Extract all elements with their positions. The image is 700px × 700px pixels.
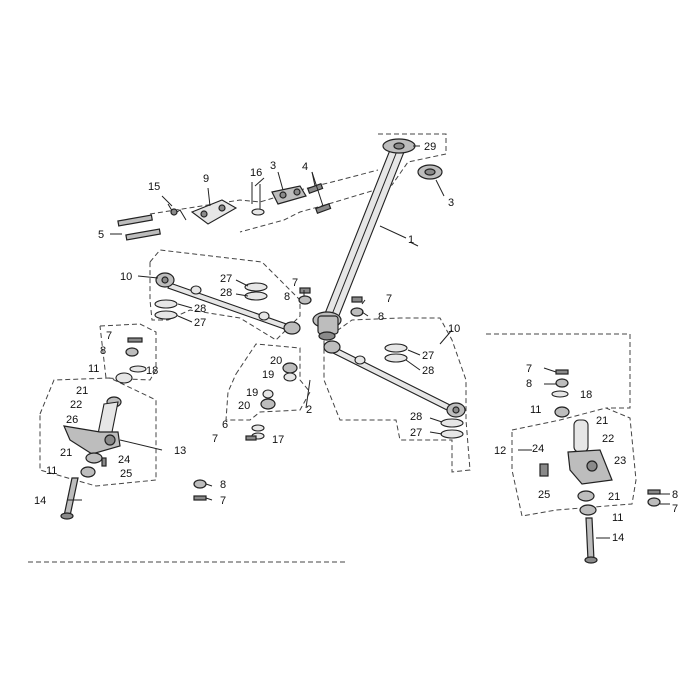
callout-13: 13 bbox=[174, 445, 186, 457]
callout-14: 14 bbox=[34, 495, 46, 507]
boundary-left-tie-rod bbox=[149, 249, 301, 341]
callout-3: 3 bbox=[448, 197, 454, 209]
callout-16: 16 bbox=[250, 167, 262, 179]
callout-numbers: 29 1 3 3 4 16 9 15 5 10 27 28 28 27 7 8 … bbox=[34, 141, 678, 544]
callout-8: 8 bbox=[100, 345, 106, 357]
callout-11: 11 bbox=[46, 465, 57, 477]
boundary-balljoints bbox=[225, 343, 311, 421]
callout-7: 7 bbox=[292, 277, 298, 289]
boundary-left-upper bbox=[99, 323, 157, 381]
boundary-right-tie-rod bbox=[323, 317, 471, 473]
callout-15: 15 bbox=[148, 181, 160, 193]
callout-19: 19 bbox=[262, 369, 274, 381]
callout-28: 28 bbox=[422, 365, 434, 377]
right-seals-27-28 bbox=[384, 343, 464, 439]
callout-25: 25 bbox=[120, 468, 132, 480]
callout-28: 28 bbox=[410, 411, 422, 423]
callout-1: 1 bbox=[408, 234, 414, 246]
callout-18: 18 bbox=[146, 365, 158, 377]
boundary-top-linkage bbox=[149, 169, 379, 215]
nut-washer-7-8-mid bbox=[298, 287, 364, 317]
callout-22: 22 bbox=[70, 399, 82, 411]
callout-21: 21 bbox=[596, 415, 608, 427]
callout-8: 8 bbox=[284, 291, 290, 303]
callout-9: 9 bbox=[203, 173, 209, 185]
callout-29: 29 bbox=[424, 141, 436, 153]
callout-19: 19 bbox=[246, 387, 258, 399]
boundary-right-upper bbox=[486, 333, 631, 409]
callout-4: 4 bbox=[302, 161, 308, 173]
right-tie-rod bbox=[323, 340, 466, 418]
callout-7: 7 bbox=[386, 293, 392, 305]
callout-20: 20 bbox=[238, 400, 250, 412]
callout-11: 11 bbox=[612, 512, 623, 524]
callout-21: 21 bbox=[76, 385, 88, 397]
callout-26: 26 bbox=[66, 414, 78, 426]
callout-8: 8 bbox=[220, 479, 226, 491]
left-tie-rod bbox=[155, 272, 301, 335]
callout-11: 11 bbox=[530, 404, 541, 416]
callout-27: 27 bbox=[220, 273, 232, 285]
callout-6: 6 bbox=[222, 419, 228, 431]
callout-23: 23 bbox=[614, 455, 626, 467]
callout-7: 7 bbox=[672, 503, 678, 515]
callout-12: 12 bbox=[494, 445, 506, 457]
callout-8: 8 bbox=[672, 489, 678, 501]
lock-15 bbox=[167, 203, 187, 221]
boundary-steering-column bbox=[239, 133, 447, 233]
callout-10: 10 bbox=[120, 271, 132, 283]
column-bracket-3-right bbox=[417, 164, 443, 180]
callout-28: 28 bbox=[194, 303, 206, 315]
callout-8: 8 bbox=[378, 311, 384, 323]
callout-14: 14 bbox=[612, 532, 624, 544]
ball-joints-2 bbox=[245, 362, 298, 441]
callout-21: 21 bbox=[608, 491, 620, 503]
callout-27: 27 bbox=[422, 350, 434, 362]
boundary-right-knuckle bbox=[511, 407, 637, 517]
leader-lines bbox=[68, 145, 670, 539]
callout-20: 20 bbox=[270, 355, 282, 367]
callout-5: 5 bbox=[98, 229, 104, 241]
callout-11: 11 bbox=[88, 363, 99, 375]
callout-17: 17 bbox=[272, 434, 284, 446]
right-knuckle-assembly bbox=[539, 369, 661, 564]
callout-28: 28 bbox=[220, 287, 232, 299]
callout-22: 22 bbox=[602, 433, 614, 445]
callout-7: 7 bbox=[212, 433, 218, 445]
callout-10: 10 bbox=[448, 323, 460, 335]
left-seals-27-28 bbox=[154, 282, 268, 320]
plate-9 bbox=[190, 199, 238, 225]
callout-24: 24 bbox=[118, 454, 130, 466]
callout-24: 24 bbox=[532, 443, 544, 455]
callout-27: 27 bbox=[410, 427, 422, 439]
callout-18: 18 bbox=[580, 389, 592, 401]
callout-7: 7 bbox=[106, 330, 112, 342]
callout-3: 3 bbox=[270, 160, 276, 172]
callout-25: 25 bbox=[538, 489, 550, 501]
callout-2: 2 bbox=[306, 404, 312, 416]
callout-7: 7 bbox=[526, 363, 532, 375]
callout-8: 8 bbox=[526, 378, 532, 390]
nut-washer-8-7-left bbox=[193, 479, 207, 501]
left-knuckle-assembly bbox=[60, 337, 147, 520]
callout-7: 7 bbox=[220, 495, 226, 507]
boundary-left-knuckle bbox=[39, 377, 157, 487]
callout-27: 27 bbox=[194, 317, 206, 329]
pins-16 bbox=[251, 182, 265, 216]
bolts-5 bbox=[117, 214, 161, 241]
steering-column bbox=[312, 138, 416, 341]
column-bracket-3-top bbox=[271, 185, 307, 205]
callout-21: 21 bbox=[60, 447, 72, 459]
bolts-4 bbox=[306, 182, 332, 214]
